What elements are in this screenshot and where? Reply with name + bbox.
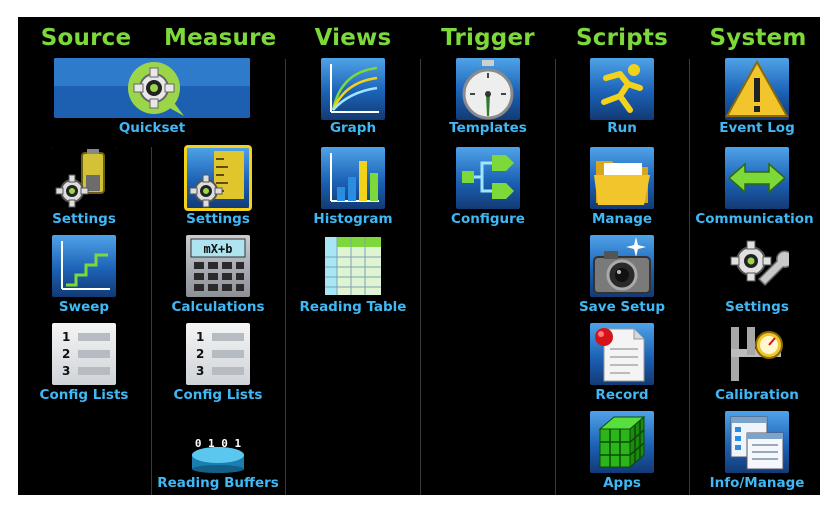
trigger-configure-button[interactable]: Configure — [428, 147, 548, 227]
views-graph-button[interactable]: Graph — [293, 58, 413, 138]
header-scripts: Scripts — [576, 25, 668, 51]
bidirectional-arrow-icon — [725, 147, 789, 209]
source-sweep-button[interactable]: Sweep — [24, 235, 144, 315]
caliper-gauge-icon — [725, 323, 789, 385]
manage-label: Manage — [591, 211, 653, 227]
scripts-save-setup-button[interactable]: Save Setup — [562, 235, 682, 315]
calibration-label: Calibration — [715, 387, 799, 403]
system-settings-button[interactable]: Settings — [697, 235, 817, 315]
stopwatch-icon — [456, 58, 520, 120]
measure-reading-buffers-button[interactable]: 0 1 0 1 Reading Buffers — [154, 411, 282, 491]
source-settings-button[interactable]: Settings — [24, 147, 144, 227]
wrench-gear-icon — [725, 235, 789, 297]
buffer-bits-text: 0 1 0 1 — [195, 437, 242, 450]
measure-config-lists-button[interactable]: 1 2 3 Config Lists — [158, 323, 278, 403]
system-communication-button[interactable]: Communication — [689, 147, 820, 227]
list-number: 3 — [196, 364, 204, 378]
record-label: Record — [595, 387, 649, 403]
system-event-log-button[interactable]: Event Log — [697, 58, 817, 138]
measure-settings-ruler-gear-icon — [184, 145, 252, 211]
source-config-lists-button[interactable]: 1 2 3 Config Lists — [24, 323, 144, 403]
info-manage-label: Info/Manage — [709, 475, 805, 491]
list-number: 2 — [196, 347, 204, 361]
divider — [285, 59, 286, 495]
save-setup-label: Save Setup — [578, 299, 666, 315]
communication-label: Communication — [695, 211, 814, 227]
sweep-staircase-icon — [52, 235, 116, 297]
divider — [689, 59, 690, 495]
source-settings-label: Settings — [52, 211, 116, 227]
measure-config-lists-label: Config Lists — [173, 387, 263, 403]
measure-config-list-icon: 1 2 3 — [186, 323, 250, 385]
camera-icon — [590, 235, 654, 297]
divider — [420, 59, 421, 495]
histogram-icon — [321, 147, 385, 209]
quickset-label: Quickset — [118, 120, 186, 136]
scripts-run-button[interactable]: Run — [562, 58, 682, 138]
system-info-manage-button[interactable]: Info/Manage — [697, 411, 817, 491]
source-config-lists-label: Config Lists — [39, 387, 129, 403]
calculations-label: Calculations — [171, 299, 265, 315]
header-measure: Measure — [164, 25, 277, 51]
scripts-record-button[interactable]: Record — [562, 323, 682, 403]
info-windows-icon — [725, 411, 789, 473]
event-log-label: Event Log — [719, 120, 795, 136]
measure-settings-button[interactable]: Settings — [158, 145, 278, 227]
graph-label: Graph — [329, 120, 377, 136]
menu-screen: Source Measure Views Trigger Scripts Sys… — [18, 17, 820, 495]
folder-icon — [590, 147, 654, 209]
system-settings-label: Settings — [725, 299, 789, 315]
trigger-flow-icon — [456, 147, 520, 209]
reading-buffers-label: Reading Buffers — [157, 475, 279, 491]
trigger-templates-button[interactable]: Templates — [428, 58, 548, 138]
reading-table-label: Reading Table — [299, 299, 407, 315]
views-reading-table-button[interactable]: Reading Table — [289, 235, 417, 315]
apps-label: Apps — [603, 475, 641, 491]
source-config-list-icon: 1 2 3 — [52, 323, 116, 385]
templates-label: Templates — [449, 120, 527, 136]
configure-label: Configure — [451, 211, 525, 227]
graph-icon — [321, 58, 385, 120]
measure-settings-label: Settings — [186, 211, 250, 227]
run-label: Run — [607, 120, 637, 136]
source-quickset-button[interactable]: Quickset — [54, 58, 250, 138]
header-trigger: Trigger — [441, 25, 535, 51]
list-number: 3 — [62, 364, 70, 378]
run-figure-icon — [590, 58, 654, 120]
header-system: System — [709, 25, 807, 51]
calculator-icon: mX+b — [186, 235, 250, 297]
reading-table-icon — [321, 235, 385, 297]
record-document-icon — [590, 323, 654, 385]
header-views: Views — [314, 25, 392, 51]
quickset-gear-icon — [54, 58, 250, 118]
warning-triangle-icon — [725, 58, 789, 120]
views-histogram-button[interactable]: Histogram — [293, 147, 413, 227]
list-number: 1 — [196, 330, 204, 344]
header-source: Source — [40, 25, 132, 51]
list-number: 2 — [62, 347, 70, 361]
scripts-manage-button[interactable]: Manage — [562, 147, 682, 227]
list-number: 1 — [62, 330, 70, 344]
scripts-apps-button[interactable]: Apps — [562, 411, 682, 491]
histogram-label: Histogram — [313, 211, 393, 227]
reading-buffer-icon: 0 1 0 1 — [186, 411, 250, 473]
calculator-formula-text: mX+b — [204, 242, 233, 256]
divider — [555, 59, 556, 495]
measure-calculations-button[interactable]: mX+b Calculations — [158, 235, 278, 315]
divider — [151, 147, 152, 495]
source-settings-battery-gear-icon — [52, 147, 116, 209]
sweep-label: Sweep — [58, 299, 110, 315]
system-calibration-button[interactable]: Calibration — [697, 323, 817, 403]
apps-cube-icon — [590, 411, 654, 473]
